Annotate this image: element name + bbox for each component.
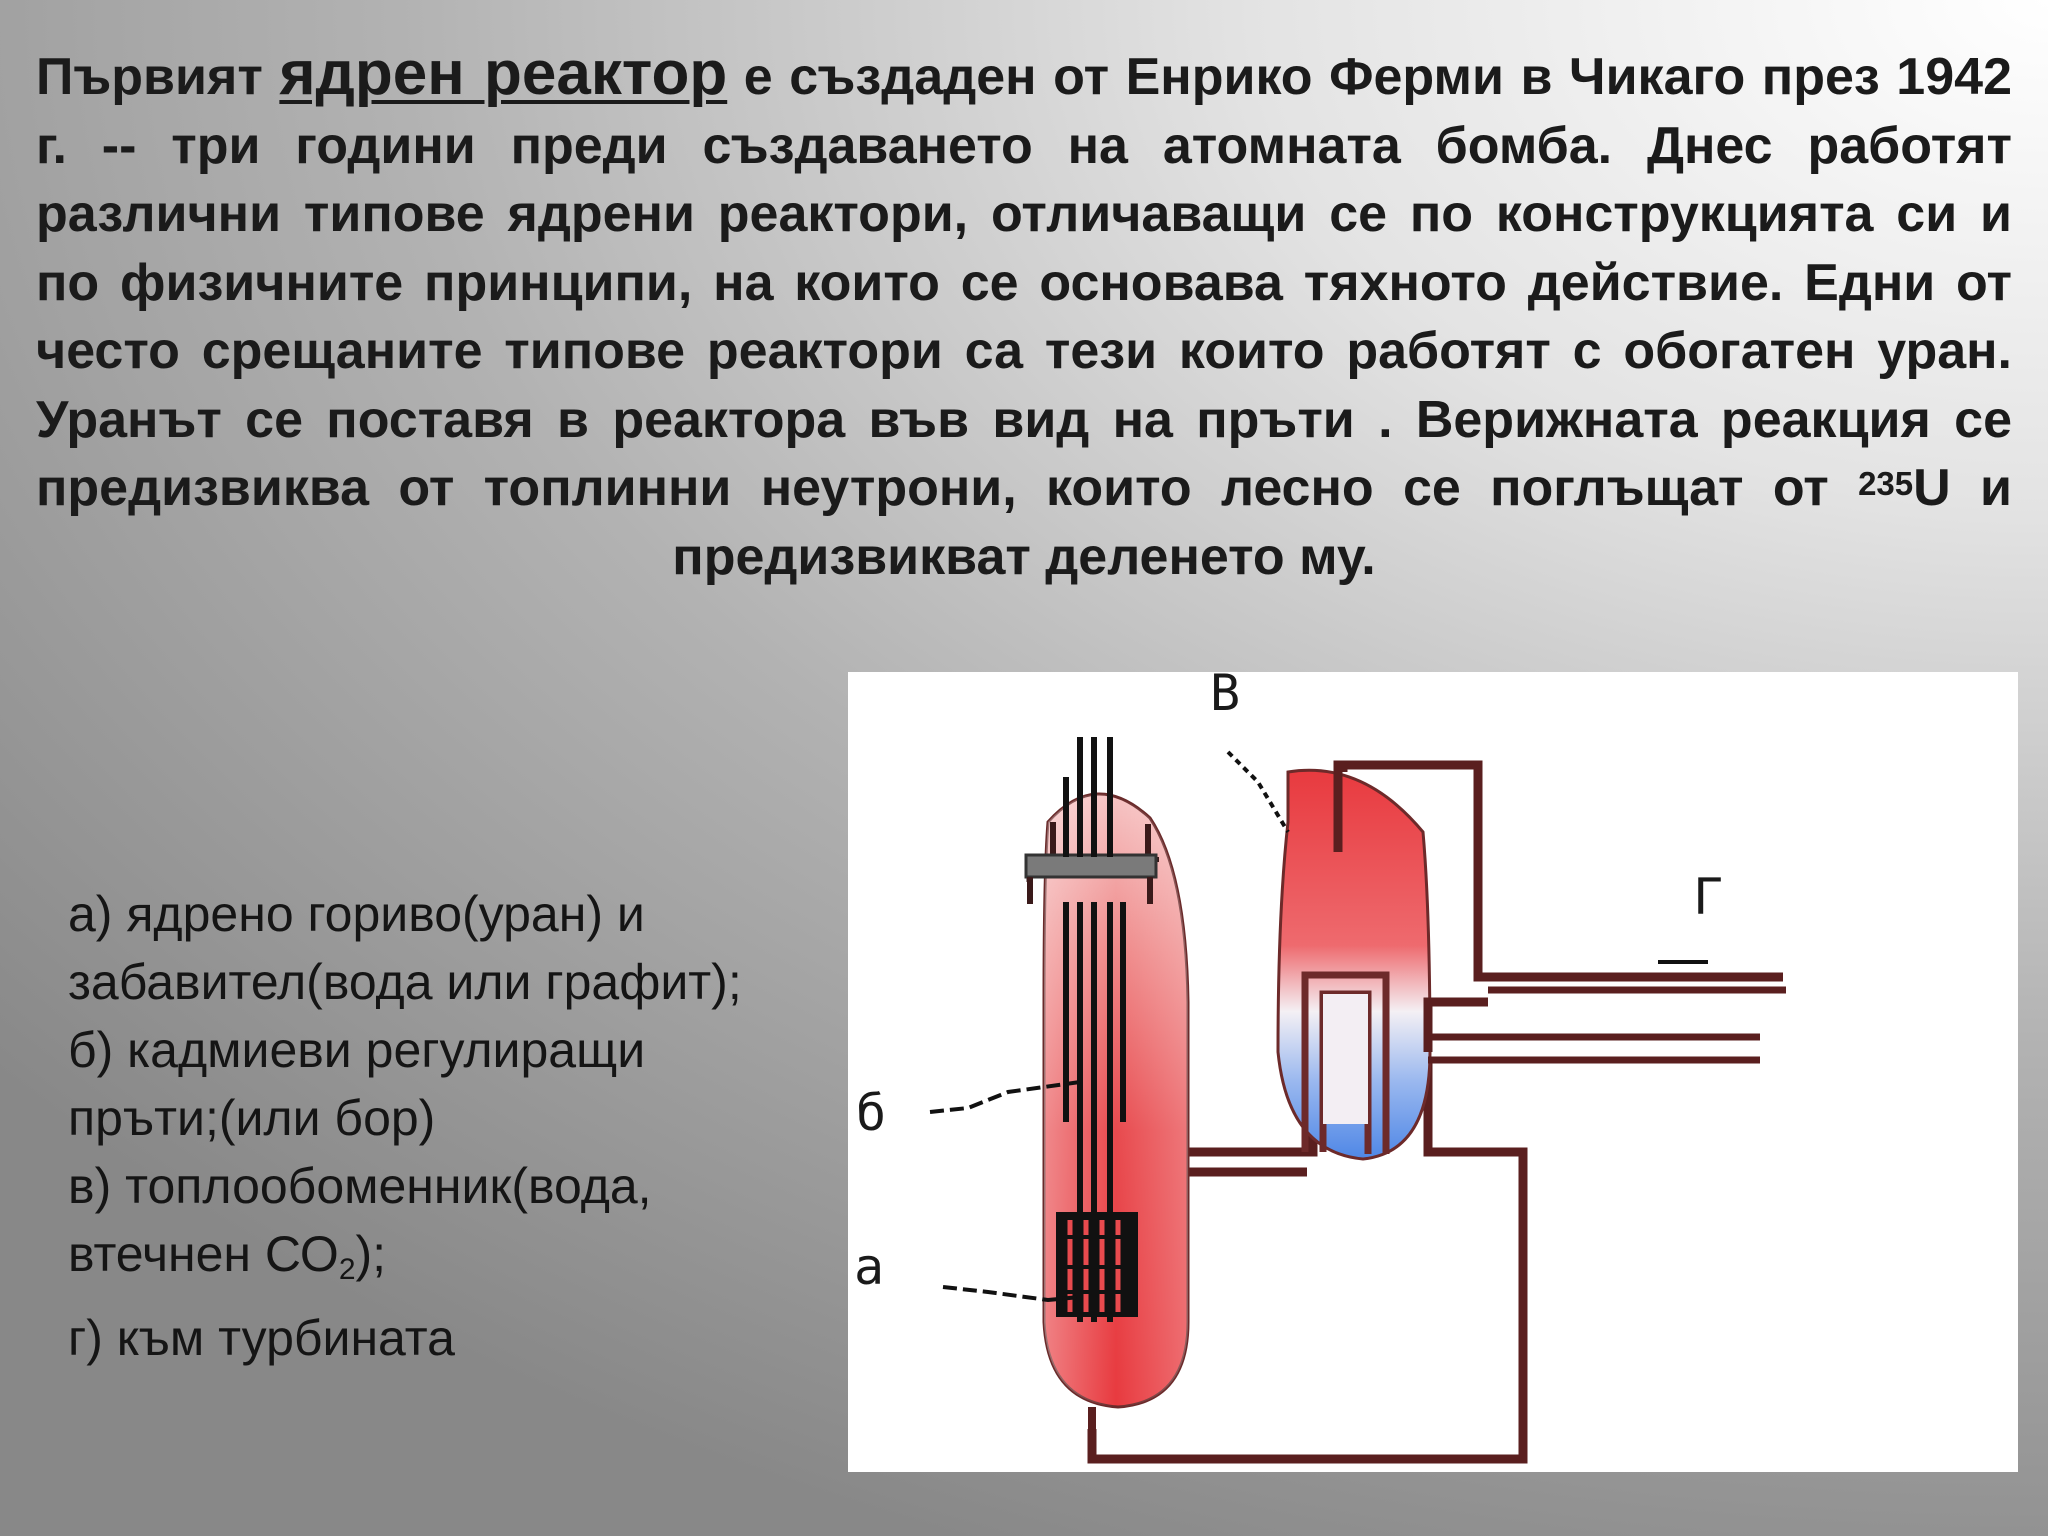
legend-item-c-end: ); [355,1226,387,1282]
secondary-loop-outer [1338,760,1481,772]
heat-exchanger [1276,768,1432,1161]
legend-item-c-text: в) топлообоменник(вода, втечнен СО [68,1158,652,1282]
legend-item-d: г) към турбината [68,1310,455,1366]
paragraph-body: е създаден от Енрико Ферми в Чикаго през… [36,48,2012,517]
legend-item-a: а) ядрено гориво(уран) и забавител(вода … [68,886,742,1010]
intro-paragraph: Първият ядрен реактор е създаден от Енри… [36,39,2012,591]
legend-item-c: в) топлообоменник(вода, втечнен СО2); [68,1152,788,1304]
legend-item-b: б) кадмиеви регулиращи пръти;(или бор) [68,1022,646,1146]
legend-item-c-subscript: 2 [338,1253,356,1286]
rod-drive-plate [1024,853,1158,879]
paragraph-end: и предизвикват деленето му. [672,459,2012,586]
paragraph-intro: Първият [36,48,280,106]
diagram-label-g: Г [1693,868,1723,926]
diagram-label-b: б [856,1084,886,1142]
isotope-symbol: U [1913,459,1951,517]
diagram-label-a: а [854,1238,884,1296]
leader-lines [929,750,1708,1303]
inner-tube-fill [1323,994,1368,1124]
term-nuclear-reactor: ядрен реактор [279,39,728,108]
reactor-diagram: б а В Г [848,672,2018,1472]
reactor-diagram-svg: б а В Г [854,672,1786,1464]
fuel-assembly [1056,1212,1138,1317]
diagram-legend: а) ядрено гориво(уран) и забавител(вода … [68,880,788,1372]
reactor-housing-walls [1027,877,1153,904]
turbine-lines [1428,986,1786,1064]
control-rods-top [1063,737,1113,857]
isotope-mass-number: 235 [1858,465,1914,502]
diagram-label-v: В [1210,672,1240,722]
